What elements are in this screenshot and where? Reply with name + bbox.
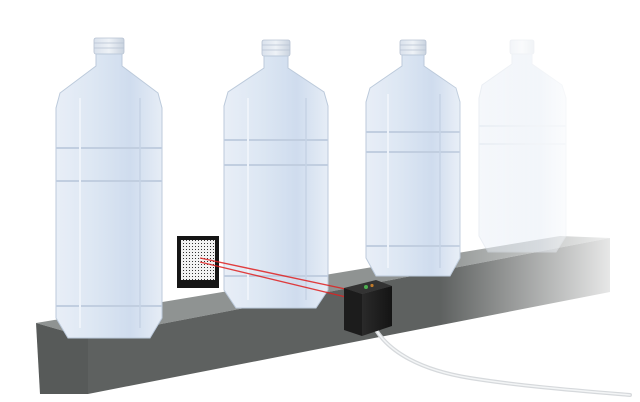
indicator-led-icon — [364, 285, 368, 289]
reflector — [177, 236, 219, 288]
laser-beams — [199, 257, 351, 299]
conveyor-front — [36, 323, 88, 394]
bottle-1 — [55, 37, 163, 339]
bottle-body — [55, 37, 163, 339]
bottle-body — [223, 39, 329, 309]
bottle-2 — [223, 39, 329, 309]
photoelectric-sensor — [344, 280, 392, 336]
fade-overlay — [440, 0, 640, 402]
